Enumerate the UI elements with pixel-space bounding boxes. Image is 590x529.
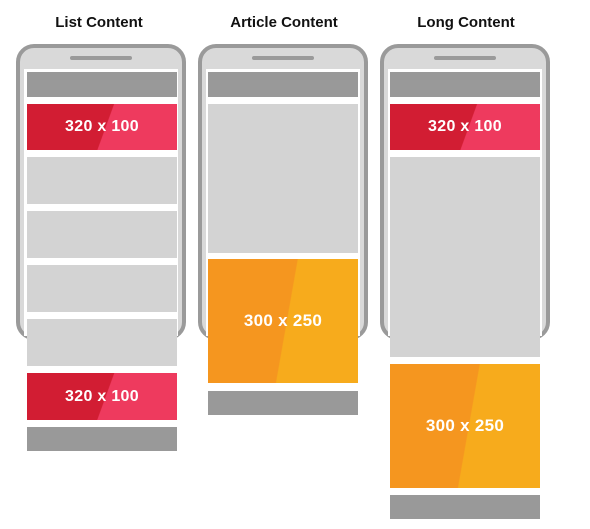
footer-bar (27, 427, 177, 451)
list-item (27, 157, 177, 204)
footer-bar (208, 391, 358, 415)
phone-speaker (70, 56, 132, 60)
ad-banner-320x100: 320 x 100 (390, 104, 540, 150)
footer-bar (390, 495, 540, 519)
ad-banner-320x100: 320 x 100 (27, 373, 177, 420)
ad-size-label: 300 x 250 (425, 416, 505, 435)
phone-speaker (252, 56, 314, 60)
list-item (27, 319, 177, 366)
long-content-body (390, 157, 540, 357)
ad-size-label: 320 x 100 (428, 118, 502, 135)
ad-rectangle-300x250: 300 x 250 (390, 364, 540, 488)
phone-speaker (434, 56, 496, 60)
column-title-long-content: Long Content (417, 14, 515, 31)
ad-rectangle-300x250: 300 x 250 (208, 259, 358, 383)
header-bar (390, 72, 540, 97)
ad-banner-320x100: 320 x 100 (27, 104, 177, 150)
article-body (208, 104, 358, 253)
header-bar (27, 72, 177, 97)
column-title-article-content: Article Content (230, 14, 338, 31)
header-bar (208, 72, 358, 97)
ad-size-label: 320 x 100 (65, 387, 139, 405)
list-item (27, 265, 177, 312)
ad-size-label: 320 x 100 (65, 118, 139, 135)
column-title-list-content: List Content (55, 14, 143, 31)
list-item (27, 211, 177, 258)
ad-size-label: 300 x 250 (243, 311, 323, 330)
